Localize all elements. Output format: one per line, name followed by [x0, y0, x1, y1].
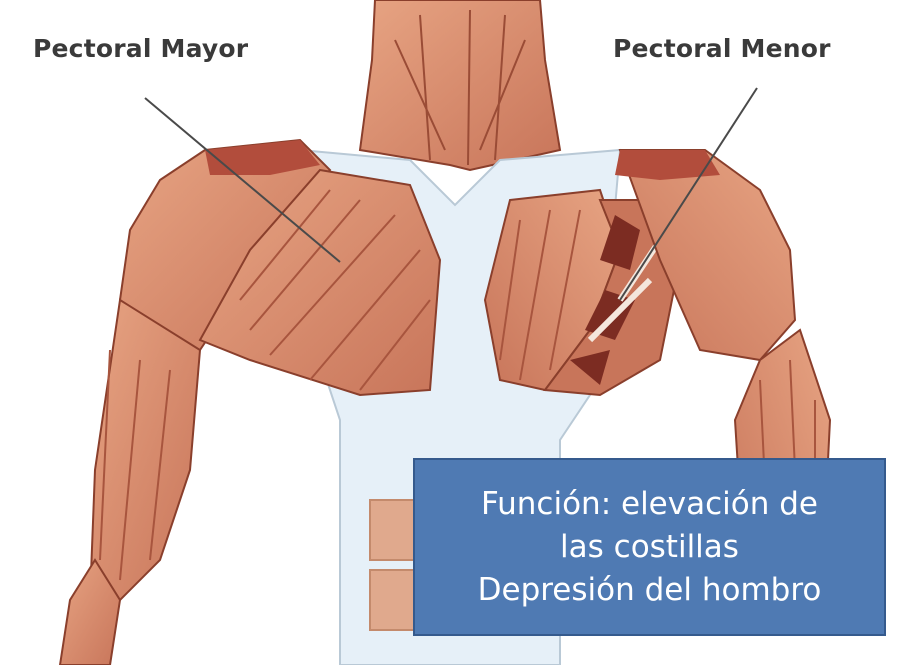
leader-line-pectoral-mayor [144, 97, 341, 263]
leader-line-pectoral-menor [619, 87, 758, 301]
info-line-3: Depresión del hombro [477, 571, 822, 608]
right-shoulder [618, 149, 797, 362]
left-pectoral-major [198, 168, 442, 397]
label-pectoral-menor: Pectoral Menor [613, 34, 831, 63]
left-arm [88, 298, 202, 601]
info-line-2: las costillas [560, 528, 739, 565]
neck-muscles [358, 0, 562, 172]
label-pectoral-mayor: Pectoral Mayor [33, 34, 249, 63]
function-info-box: Función: elevación de las costillas Depr… [413, 458, 886, 636]
info-line-1: Función: elevación de [481, 485, 818, 522]
